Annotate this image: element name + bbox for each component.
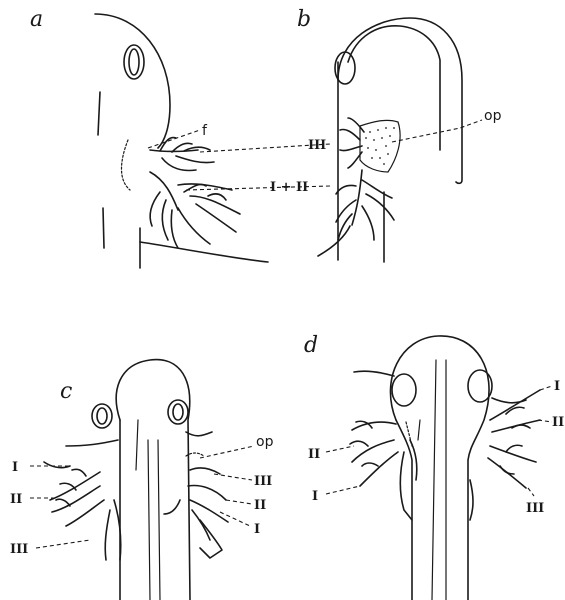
panel-c-label-left-III: III xyxy=(10,542,28,557)
panel-c-balancer-right xyxy=(186,432,212,436)
panel-c-eye-left xyxy=(92,404,112,428)
panel-c-head-outline xyxy=(116,360,190,600)
panel-b-letter: b xyxy=(297,7,311,32)
panel-d-midline-1 xyxy=(432,360,436,600)
panel-a-leader-I-II xyxy=(186,186,330,190)
panel-b-leader-op xyxy=(392,120,482,142)
panel-d-label-right-I: I xyxy=(554,379,560,394)
panel-d-letter: d xyxy=(304,333,318,358)
panel-c-label-left-II: II xyxy=(10,492,22,507)
panel-d-label-right-III: III xyxy=(526,501,544,516)
panel-d-leader-right-III xyxy=(528,488,534,496)
panel-c: c xyxy=(10,360,274,600)
panel-d-leader-left-I xyxy=(326,486,360,494)
panel-c-leader-right-II xyxy=(226,500,252,504)
panel-c-leader-right-III xyxy=(214,474,252,480)
panel-c-letter: c xyxy=(60,379,72,404)
panel-d-leader-right-II xyxy=(538,420,552,422)
panel-a-letter: a xyxy=(30,7,43,32)
panel-b-gill-I-II xyxy=(318,170,394,256)
panel-a: a xyxy=(30,7,330,268)
panel-b-label-op: op xyxy=(484,108,502,124)
panel-b-operculum xyxy=(360,120,400,172)
panel-d-leader-left-II xyxy=(326,446,354,452)
panel-c-midline-1 xyxy=(148,440,150,600)
panel-a-gill-III xyxy=(150,138,214,171)
panel-d: d xyxy=(304,333,564,600)
panel-c-label-right-I: I xyxy=(254,522,260,537)
panel-a-label-f: f xyxy=(202,123,208,139)
panel-d-label-left-I: I xyxy=(312,489,318,504)
panel-d-label-right-II: II xyxy=(552,415,564,430)
panel-c-label-right-III: III xyxy=(254,474,272,489)
panel-b-head-inner xyxy=(348,26,440,150)
panel-a-leader-f xyxy=(148,130,200,148)
panel-c-label-op: op xyxy=(256,434,274,450)
panel-d-gills-left xyxy=(350,421,417,520)
panel-b: b xyxy=(297,7,502,262)
panel-a-head-lower xyxy=(98,92,100,135)
panel-c-notochord xyxy=(136,420,138,470)
panel-c-label-right-II: II xyxy=(254,498,266,513)
panel-a-gill-I-II xyxy=(150,172,240,248)
panel-a-body-base xyxy=(140,242,268,262)
panel-d-inner-left xyxy=(418,420,420,440)
panel-a-fold xyxy=(122,140,131,190)
panel-a-label-I-II: I + II xyxy=(270,180,308,195)
panel-a-eye xyxy=(124,45,144,79)
panel-d-balancer-left xyxy=(354,371,394,376)
panel-c-balancer-left xyxy=(66,440,118,446)
panel-d-eye-left xyxy=(392,374,416,406)
panel-a-body-left xyxy=(103,208,104,248)
panel-d-head-outline xyxy=(390,336,489,600)
panel-c-midline-2 xyxy=(158,440,160,600)
panel-d-label-left-II: II xyxy=(308,447,320,462)
panel-c-leader-op xyxy=(200,446,254,458)
panel-c-label-left-I: I xyxy=(12,460,18,475)
panel-c-gills-left xyxy=(44,462,121,560)
panel-a-label-III: III xyxy=(308,138,326,153)
panel-a-head-outline xyxy=(95,14,170,148)
panel-c-gills-right xyxy=(164,453,228,558)
panel-c-eye-right xyxy=(168,400,188,424)
panel-c-leader-left-III xyxy=(36,540,90,548)
panel-d-leader-right-I xyxy=(540,386,552,390)
